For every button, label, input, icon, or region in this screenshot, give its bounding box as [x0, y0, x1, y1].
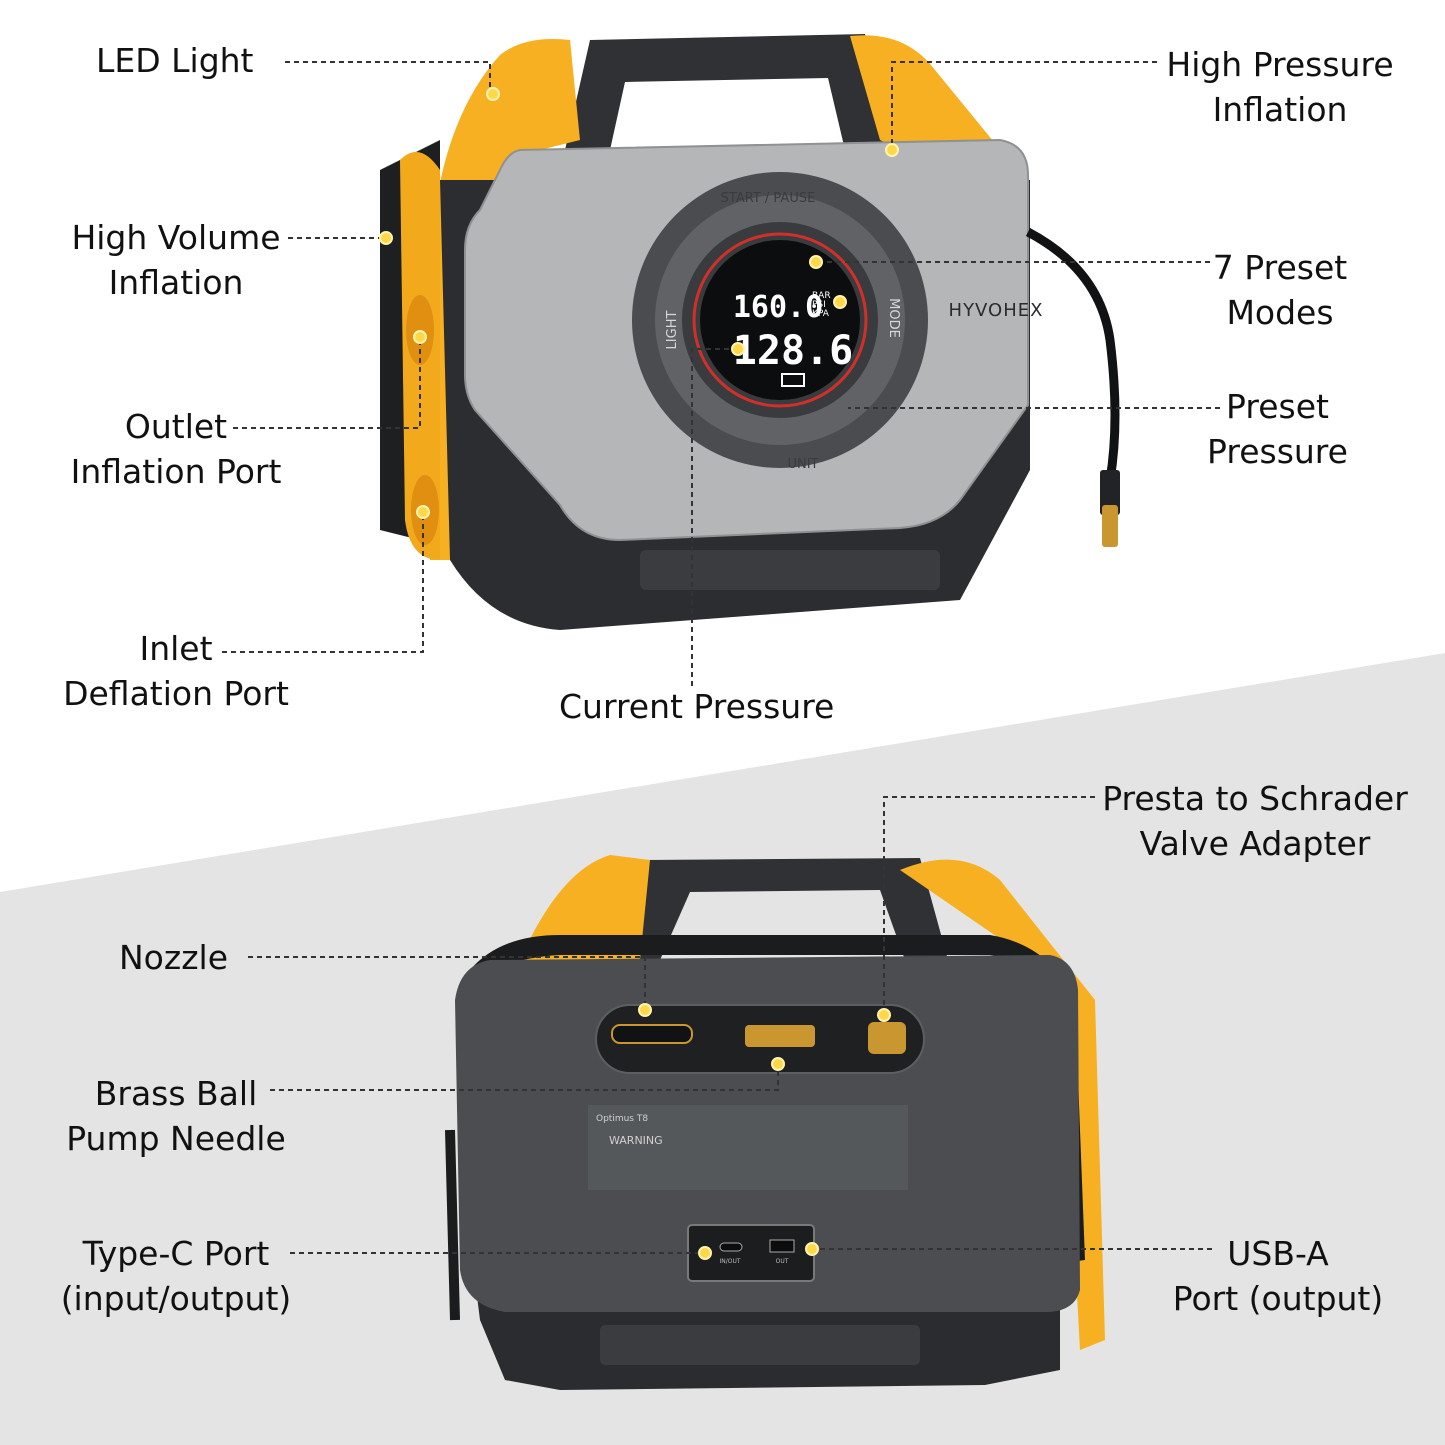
back-device: Optimus T8 WARNING IN/OUT OUT [445, 855, 1105, 1390]
marker-preset-pressure [833, 295, 847, 309]
leader-inlet [222, 512, 424, 653]
callout-current-pressure: Current Pressure [559, 687, 835, 726]
marker-current-pressure [731, 342, 745, 356]
callout-outlet: Outlet Inflation Port [70, 407, 282, 491]
marker-inlet [416, 505, 430, 519]
leader-outlet [233, 337, 421, 429]
unit-kpa: KPA [812, 309, 830, 319]
spec-label-title: Optimus T8 [596, 1114, 648, 1124]
callout-high-volume: High Volume Inflation [71, 218, 281, 302]
callout-brass-needle: Brass Ball Pump Needle [66, 1074, 286, 1158]
callout-presta: Presta to Schrader Valve Adapter [1102, 779, 1408, 863]
vent-grille [640, 550, 940, 590]
unit-bar: BAR [812, 291, 831, 301]
air-hose [1025, 228, 1120, 481]
hose-chuck [1100, 470, 1120, 515]
leader-nozzle [248, 956, 646, 1008]
callout-preset-modes: 7 Preset Modes [1212, 248, 1348, 332]
front-device: START / PAUSE UNIT LIGHT MODE 160.0 128.… [380, 34, 1120, 630]
callout-led-light: LED Light [96, 41, 254, 80]
unit-label[interactable]: UNIT [787, 457, 818, 472]
unit-psi: PSI [812, 300, 826, 310]
port-in-label: IN/OUT [719, 1258, 740, 1265]
leader-brass-needle [270, 1064, 779, 1091]
leader-presta [883, 796, 1095, 1015]
marker-preset-modes [809, 255, 823, 269]
leader-current-pressure [691, 348, 738, 690]
spec-label-warning: WARNING [609, 1134, 663, 1147]
nozzle-accessory [611, 1024, 693, 1044]
marker-presta [877, 1008, 891, 1022]
marker-dots [379, 87, 899, 1260]
marker-high-volume [379, 231, 393, 245]
back-yellow-left [520, 855, 650, 960]
callout-inlet: Inlet Deflation Port [63, 629, 289, 713]
current-pressure-readout: 128.6 [733, 328, 853, 374]
lcd-screen [700, 240, 860, 400]
port-out-label: OUT [776, 1258, 789, 1265]
adapter-accessory [868, 1022, 906, 1054]
back-handle [610, 858, 948, 960]
carry-handle [565, 34, 892, 150]
marker-usb-a [805, 1242, 819, 1256]
side-cable [445, 1129, 460, 1321]
callout-nozzle: Nozzle [119, 938, 228, 977]
yellow-shell [430, 39, 580, 560]
usb-a-port [769, 1239, 795, 1253]
marker-led-light [486, 87, 500, 101]
needle-accessory [745, 1025, 815, 1047]
spec-label [588, 1105, 908, 1190]
mode-label[interactable]: MODE [886, 298, 901, 338]
marker-high-pressure [885, 143, 899, 157]
back-vent [600, 1325, 920, 1365]
leader-led-light [285, 61, 491, 90]
leader-high-pressure [891, 61, 1157, 148]
callout-type-c: Type-C Port (input/output) [60, 1234, 292, 1318]
callout-preset-pressure: Preset Pressure [1207, 387, 1348, 471]
brass-chuck [1102, 505, 1118, 547]
leader-lines [222, 61, 1220, 1254]
callout-high-pressure: High Pressure Inflation [1166, 45, 1394, 129]
brand-logo: HYVOHEX [949, 300, 1044, 321]
light-label[interactable]: LIGHT [665, 311, 680, 350]
screen-red-ring [692, 232, 868, 408]
marker-type-c [698, 1246, 712, 1260]
marker-nozzle [638, 1003, 652, 1017]
callout-usb-a: USB-A Port (output) [1172, 1234, 1384, 1318]
battery-icon [781, 373, 805, 387]
start-pause-label[interactable]: START / PAUSE [721, 191, 816, 206]
type-c-port [719, 1242, 743, 1252]
preset-pressure-readout: 160.0 [733, 290, 823, 325]
marker-brass-needle [771, 1057, 785, 1071]
back-yellow-right [900, 859, 1105, 1350]
marker-outlet [413, 330, 427, 344]
